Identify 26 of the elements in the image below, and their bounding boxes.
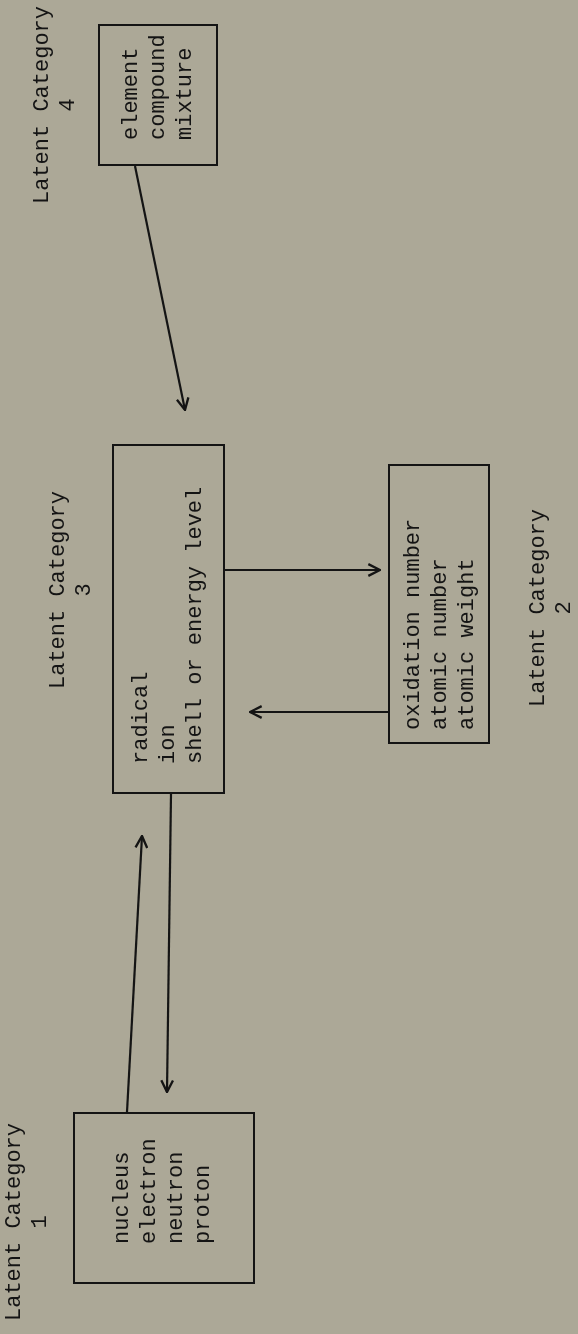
arrow: [160, 794, 175, 1094]
term-text: nucleus: [109, 1151, 136, 1244]
arrow: [133, 165, 190, 412]
category-box: [388, 464, 490, 744]
term-text: ion: [155, 724, 182, 764]
term-text: shell or energy level: [182, 486, 209, 764]
category-heading: Latent Category 1: [2, 1121, 54, 1323]
category-box: [112, 444, 225, 794]
category-box: [98, 24, 218, 166]
term-text: compound: [145, 34, 172, 140]
category-heading: Latent Category 2: [526, 507, 578, 709]
arrow: [248, 705, 388, 719]
term-text: proton: [190, 1164, 217, 1244]
category-box: [73, 1112, 255, 1284]
term-text: atomic number: [427, 558, 454, 730]
term-text: atomic weight: [454, 558, 481, 730]
category-heading: Latent Category 3: [46, 489, 98, 691]
term-text: mixture: [172, 47, 199, 140]
term-text: electron: [136, 1138, 163, 1244]
term-text: radical: [128, 671, 155, 764]
term-text: element: [118, 47, 145, 140]
term-text: oxidation number: [400, 518, 427, 730]
arrow: [225, 563, 382, 577]
category-heading: Latent Category 4: [30, 4, 82, 206]
arrow: [125, 834, 149, 1113]
term-text: neutron: [163, 1151, 190, 1244]
